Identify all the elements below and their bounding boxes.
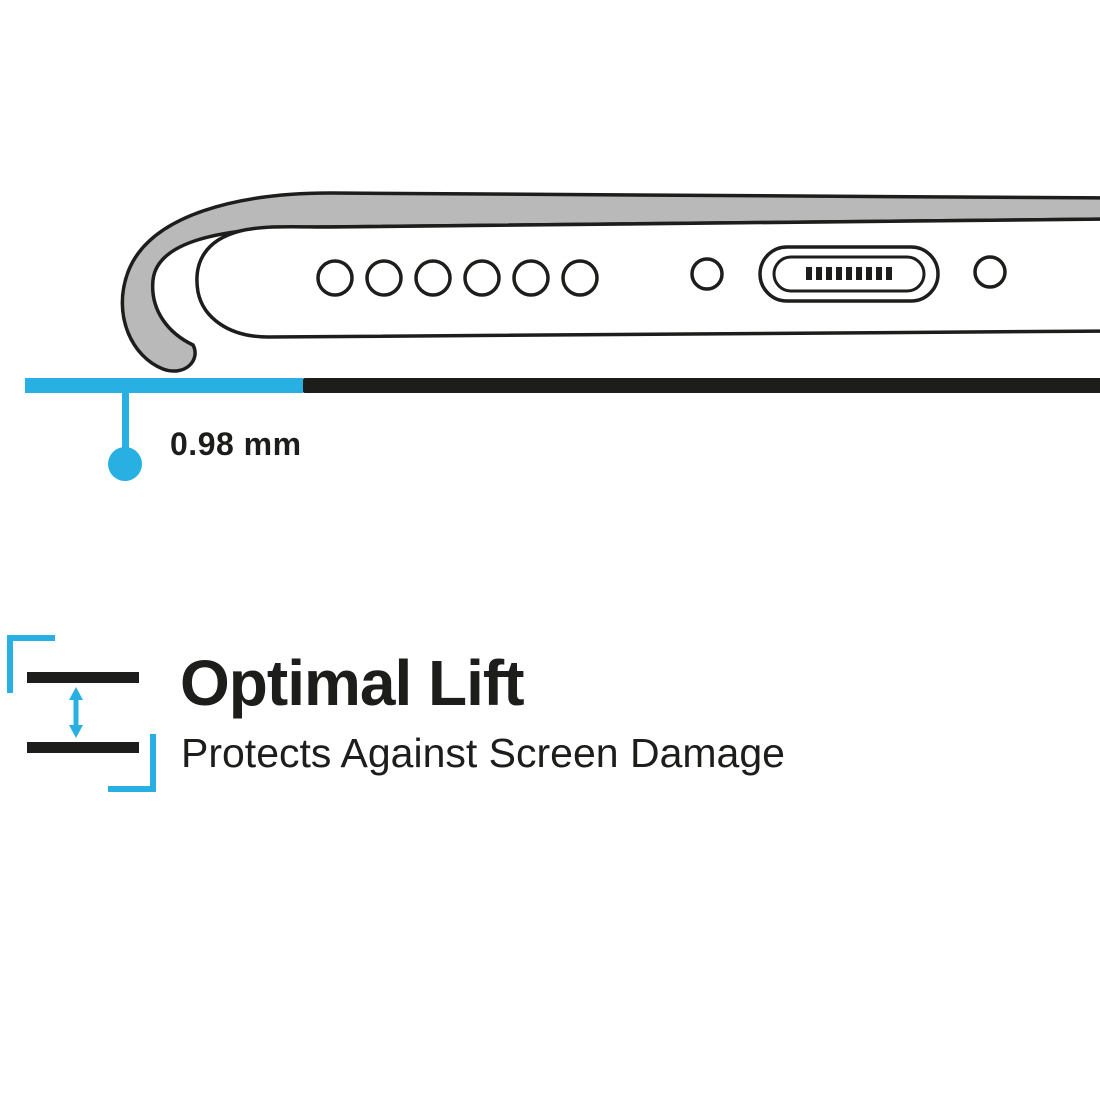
speaker-hole [365, 259, 403, 297]
lift-measurement-value: 0.98 mm [170, 426, 302, 462]
measurement-dot [108, 447, 142, 481]
speaker-holes [316, 259, 599, 297]
speaker-hole [561, 259, 599, 297]
lift-measurement [25, 378, 1100, 481]
case-shell [120, 191, 1100, 373]
feature-subtitle: Protects Against Screen Damage [181, 730, 785, 776]
bracket-top-left [7, 635, 55, 693]
icon-bar-top [27, 672, 139, 683]
mic-hole-right [973, 255, 1007, 289]
bracket-bottom-right [108, 734, 156, 792]
lift-line-dark-segment [303, 378, 1100, 393]
feature-title: Optimal Lift [180, 647, 525, 719]
speaker-hole [414, 259, 452, 297]
optimal-lift-icon [7, 635, 156, 792]
up-down-arrow-icon [69, 687, 83, 738]
measurement-leader-line [122, 393, 129, 451]
mic-hole-left [690, 257, 724, 291]
charging-port [758, 245, 940, 303]
lift-line-accent-segment [25, 378, 303, 393]
speaker-hole [463, 259, 501, 297]
icon-bar-bottom [27, 742, 139, 753]
speaker-hole [512, 259, 550, 297]
speaker-hole [316, 259, 354, 297]
charging-port-pins [806, 267, 892, 280]
